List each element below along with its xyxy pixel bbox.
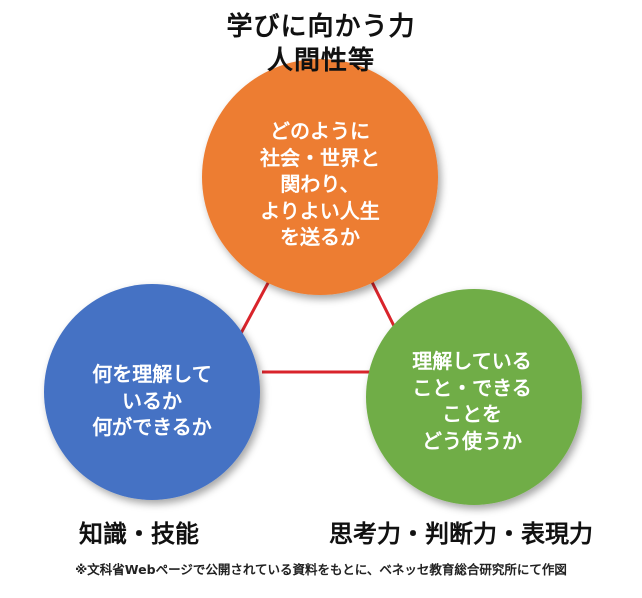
circle-right-line: 理解している	[412, 349, 532, 373]
label-thinking-judgment-expression: 思考力・判断力・表現力	[329, 520, 593, 548]
label-knowledge-skills: 知識・技能	[79, 520, 199, 548]
circle-left	[44, 284, 260, 500]
circle-top-line: どのように	[270, 119, 370, 143]
heading-line-1: 学びに向かう力	[226, 12, 416, 42]
circle-right-line: こと・できる	[412, 375, 532, 400]
circle-left-line: いるか	[122, 388, 182, 413]
source-footnote: ※文科省Webページで公開されている資料をもとに、ベネッセ教育総合研究所にて作図	[75, 562, 567, 577]
circle-right	[366, 289, 582, 505]
circle-top-text: どのように 社会・世界と 関わり、 よりよい人生 を送るか	[200, 118, 440, 251]
circle-left-line: 何ができるか	[92, 415, 212, 439]
circle-right-text: 理解している こと・できる ことを どう使うか	[362, 348, 582, 454]
circle-top-line: を送るか	[280, 225, 360, 249]
circle-right-line: どう使うか	[422, 428, 522, 453]
circle-left-text: 何を理解して いるか 何ができるか	[52, 361, 252, 441]
circle-top-line: よりよい人生	[260, 198, 380, 223]
circle-right-line: ことを	[442, 402, 502, 426]
heading-line-2: 人間性等	[266, 46, 375, 76]
circle-left-line: 何を理解して	[92, 362, 212, 386]
circle-top-line: 社会・世界と	[260, 145, 380, 170]
circle-top-line: 関わり、	[280, 172, 360, 196]
circle-top	[202, 59, 438, 295]
